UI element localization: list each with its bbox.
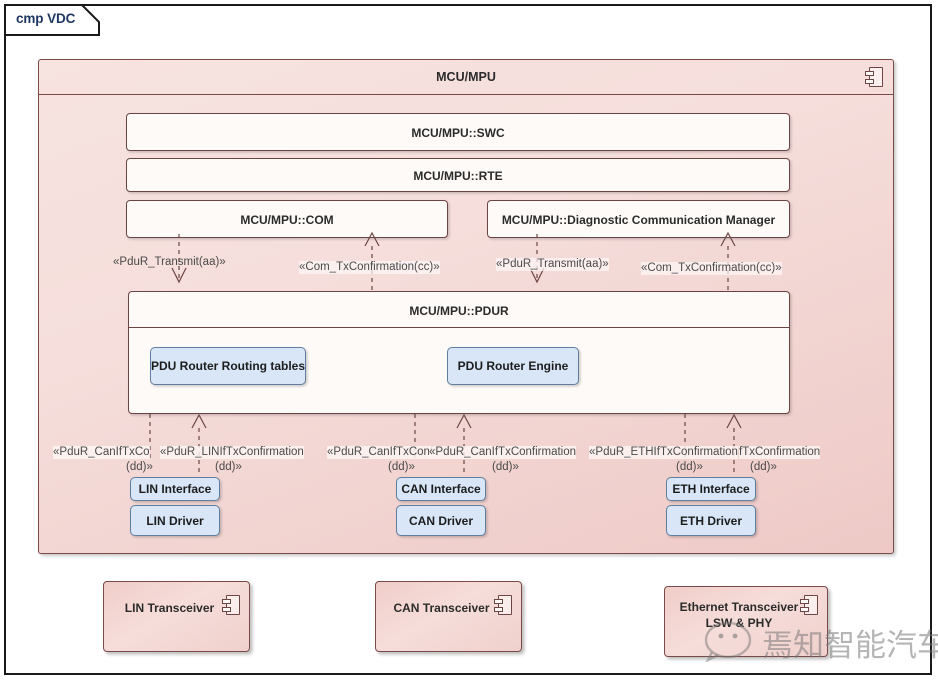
iface-label-can-right: «PduR_CanIfTxConfirmation <box>429 446 577 459</box>
ethernet-transceiver-sublabel: LSW & PHY <box>705 616 773 630</box>
iface-label-can-left-dd: (dd)» <box>388 461 415 473</box>
pdu-router-engine[interactable]: PDU Router Engine <box>447 347 579 385</box>
can-interface-box[interactable]: CAN Interface <box>396 477 486 501</box>
lower-connectors <box>149 413 742 472</box>
connector-label-com-transmit: «PduR_Transmit(aa)» <box>113 256 226 268</box>
iface-label-lin-right: «PduR_LINIfTxConfirmation <box>160 446 304 459</box>
layer-swc-label: MCU/MPU::SWC <box>411 126 505 140</box>
ethernet-transceiver-label: Ethernet Transceiver <box>679 600 799 614</box>
layer-com[interactable]: MCU/MPU::COM <box>126 200 448 238</box>
iface-label-can-right-dd: (dd)» <box>492 461 519 473</box>
connector-label-com-txconfirmation: «Com_TxConfirmation(cc)» <box>299 261 440 274</box>
can-transceiver[interactable]: CAN Transceiver <box>375 581 522 652</box>
frame-tab-shape <box>4 4 100 36</box>
component-icon <box>494 595 512 615</box>
layer-rte-label: MCU/MPU::RTE <box>413 169 503 183</box>
eth-interface-box[interactable]: ETH Interface <box>666 477 756 501</box>
iface-label-eth-left: «PduR_ETHIfTxConfirmation <box>589 446 738 459</box>
lin-transceiver[interactable]: LIN Transceiver <box>103 581 250 652</box>
connector-label-dcm-txconfirmation: «Com_TxConfirmation(cc)» <box>641 262 782 275</box>
frame-title-tab: cmp VDC <box>4 4 100 36</box>
eth-driver-box[interactable]: ETH Driver <box>666 505 756 536</box>
can-transceiver-label: CAN Transceiver <box>393 601 490 615</box>
layer-dcm-label: MCU/MPU::Diagnostic Communication Manage… <box>501 213 776 227</box>
iface-label-eth-right-dd: (dd)» <box>750 461 777 473</box>
iface-label-eth-right: fTxConfirmation <box>739 446 821 459</box>
ethernet-transceiver[interactable]: Ethernet Transceiver LSW & PHY <box>664 586 828 657</box>
connector-label-dcm-transmit: «PduR_Transmit(aa)» <box>496 258 609 271</box>
mcu-mpu-header <box>39 60 893 95</box>
component-icon <box>865 67 883 87</box>
iface-label-lin-right-dd: (dd)» <box>215 461 242 473</box>
pdur-header-divider <box>129 327 789 328</box>
layer-pdur-label: MCU/MPU::PDUR <box>409 304 509 318</box>
iface-label-can-left: «PduR_CanIfTxConf <box>327 446 434 459</box>
can-driver-box[interactable]: CAN Driver <box>396 505 486 536</box>
component-icon <box>222 595 240 615</box>
iface-label-lin-left-dd: (dd)» <box>126 461 153 473</box>
pdu-router-routing-tables[interactable]: PDU Router Routing tables <box>150 347 306 385</box>
frame-title-label: cmp VDC <box>16 11 76 26</box>
iface-label-eth-left-dd: (dd)» <box>676 461 703 473</box>
lin-transceiver-label: LIN Transceiver <box>124 601 215 615</box>
iface-label-lin-left: «PduR_CanIfTxCo <box>53 446 150 459</box>
layer-dcm[interactable]: MCU/MPU::Diagnostic Communication Manage… <box>487 200 790 238</box>
layer-swc[interactable]: MCU/MPU::SWC <box>126 113 790 151</box>
layer-com-label: MCU/MPU::COM <box>240 213 334 227</box>
upper-connectors <box>171 231 736 290</box>
layer-rte[interactable]: MCU/MPU::RTE <box>126 158 790 192</box>
component-icon <box>800 595 818 615</box>
lin-driver-box[interactable]: LIN Driver <box>130 505 220 536</box>
lin-interface-box[interactable]: LIN Interface <box>130 477 220 501</box>
mcu-mpu-title: MCU/MPU <box>436 70 496 84</box>
